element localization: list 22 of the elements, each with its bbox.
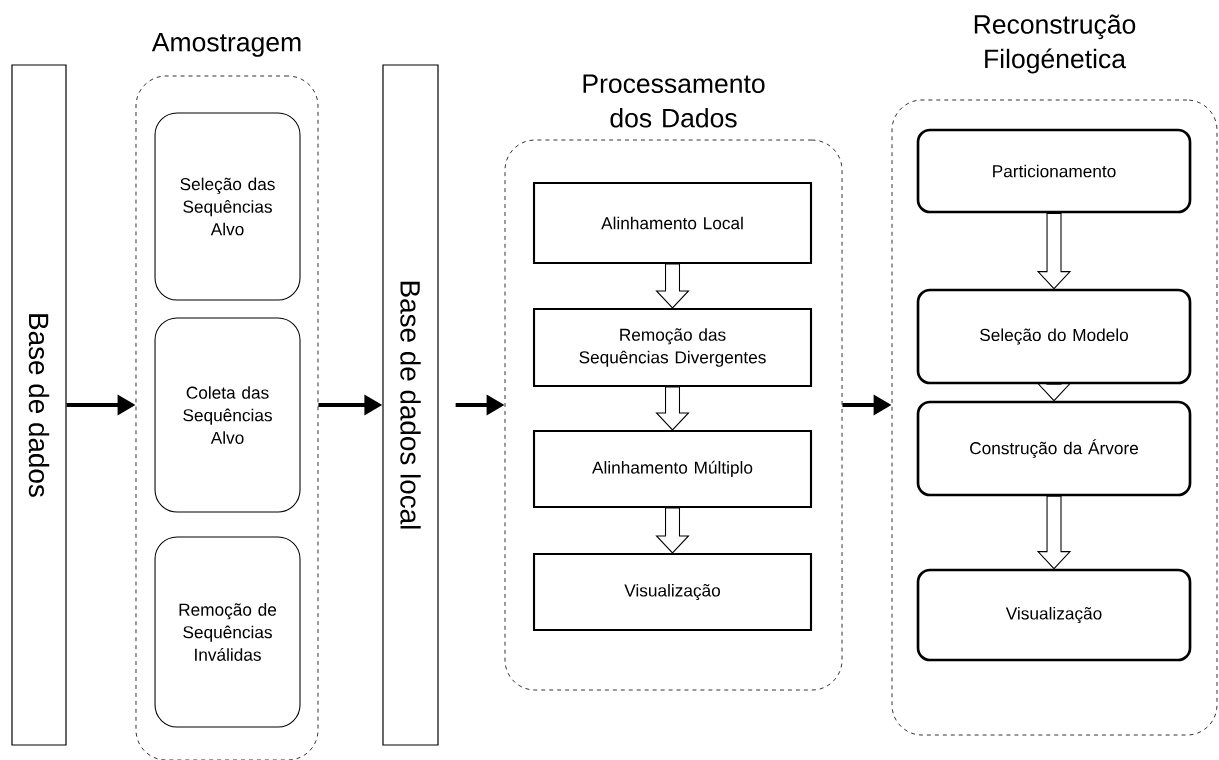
process-box: Remoção das Sequências Divergentes bbox=[532, 307, 813, 388]
rounded-box: Remoção de Sequências Inválidas bbox=[154, 536, 301, 728]
rounded-box: Construção da Árvore bbox=[916, 400, 1192, 497]
rounded-box: Visualização bbox=[916, 568, 1192, 662]
hollow-arrow bbox=[655, 263, 690, 309]
group-title: Processamento dos Dados bbox=[583, 74, 765, 128]
vertical-bar: Base de dados bbox=[11, 64, 67, 746]
vertical-bar: Base de dados local bbox=[382, 64, 439, 746]
process-box: Visualização bbox=[532, 552, 813, 632]
rounded-box: Coleta das Sequências Alvo bbox=[154, 317, 301, 513]
rounded-box: Seleção das Sequências Alvo bbox=[154, 112, 301, 301]
hollow-arrow bbox=[655, 386, 690, 431]
hollow-arrow bbox=[1036, 212, 1072, 290]
rounded-box: Seleção do Modelo bbox=[916, 288, 1192, 385]
hollow-arrow bbox=[1036, 495, 1072, 570]
process-box: Alinhamento Local bbox=[532, 181, 813, 265]
group-title: Amostragem bbox=[151, 33, 301, 57]
hollow-arrow bbox=[1036, 383, 1072, 402]
process-box: Alinhamento Múltiplo bbox=[532, 429, 813, 509]
rounded-box: Particionamento bbox=[916, 128, 1192, 214]
hollow-arrow bbox=[655, 507, 690, 554]
group-title: Reconstrução Filogénetica bbox=[974, 14, 1136, 74]
